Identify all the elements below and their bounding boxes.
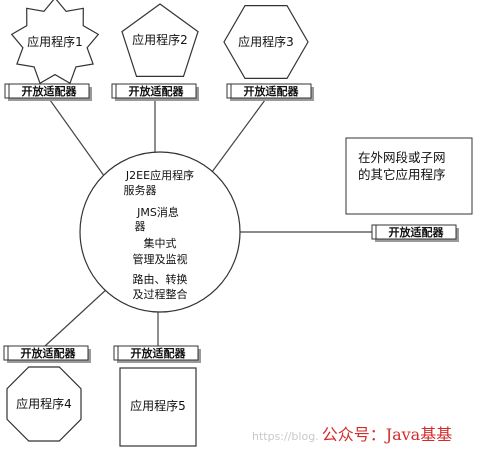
- star-shape: [10, 0, 100, 85]
- adapter-bar: [3, 345, 89, 361]
- octagon-shape: [6, 366, 82, 442]
- adapter-bar: [111, 83, 197, 99]
- connector-lines: [44, 99, 372, 347]
- connector-app1: [49, 99, 108, 181]
- application-label: 应用程序4: [16, 396, 72, 411]
- application-app5: 应用程序5: [119, 367, 197, 447]
- connector-app4: [44, 287, 109, 347]
- application-label: 应用程序1: [27, 34, 83, 49]
- connector-app3: [211, 99, 266, 173]
- external-box-text-line: 的其它应用程序: [358, 167, 446, 182]
- watermark-account: 公众号：Java基基: [321, 425, 453, 444]
- adapter-label: 开放适配器: [131, 346, 187, 360]
- application-app3-adapter: 开放适配器: [226, 83, 314, 101]
- application-app3: 应用程序3: [223, 4, 309, 80]
- adapter-bar: [4, 83, 90, 99]
- server-text-line: 管理及监视: [133, 252, 188, 266]
- adapter-bar: [113, 345, 199, 361]
- application-app4: 应用程序4: [6, 366, 82, 442]
- server-circle: [79, 151, 241, 313]
- application-label: 应用程序5: [130, 398, 186, 413]
- application-app2-adapter: 开放适配器: [111, 83, 199, 101]
- adapter-bar: [226, 83, 312, 99]
- application-app1-adapter: 开放适配器: [4, 83, 92, 101]
- external-adapter: 开放适配器: [371, 224, 459, 242]
- server-text-line: 集中式: [144, 236, 177, 250]
- application-app1: 应用程序1: [10, 0, 100, 85]
- adapter-label: 开放适配器: [21, 346, 77, 360]
- adapter-bar: [371, 224, 457, 240]
- server-text-line: JMS消息: [136, 205, 179, 219]
- application-label: 应用程序3: [238, 34, 294, 49]
- application-app5-adapter: 开放适配器: [113, 345, 201, 363]
- rectangle-shape: [119, 367, 197, 447]
- external-box-text-line: 在外网段或子网: [358, 150, 446, 165]
- external-box-frame: [345, 137, 473, 215]
- pentagon-shape: [121, 3, 199, 78]
- application-label: 应用程序2: [132, 32, 188, 47]
- adapter-label: 开放适配器: [22, 84, 78, 98]
- hexagon-shape: [223, 4, 309, 80]
- server-text-line: 路由、转换: [133, 272, 188, 286]
- application-app2: 应用程序2: [121, 3, 199, 78]
- server-text-line: 服务器: [124, 184, 157, 197]
- application-app4-adapter: 开放适配器: [3, 345, 91, 363]
- watermark: https://blog.公众号：Java基基: [252, 424, 490, 446]
- server-text-line: 及过程整合: [133, 287, 188, 301]
- adapter-label: 开放适配器: [244, 84, 300, 98]
- watermark-url: https://blog.: [252, 430, 319, 443]
- server-text-line: J2EE应用程序: [125, 168, 194, 182]
- server-text-line: 器: [135, 220, 146, 233]
- adapter-label: 开放适配器: [389, 225, 445, 239]
- adapter-label: 开放适配器: [129, 84, 185, 98]
